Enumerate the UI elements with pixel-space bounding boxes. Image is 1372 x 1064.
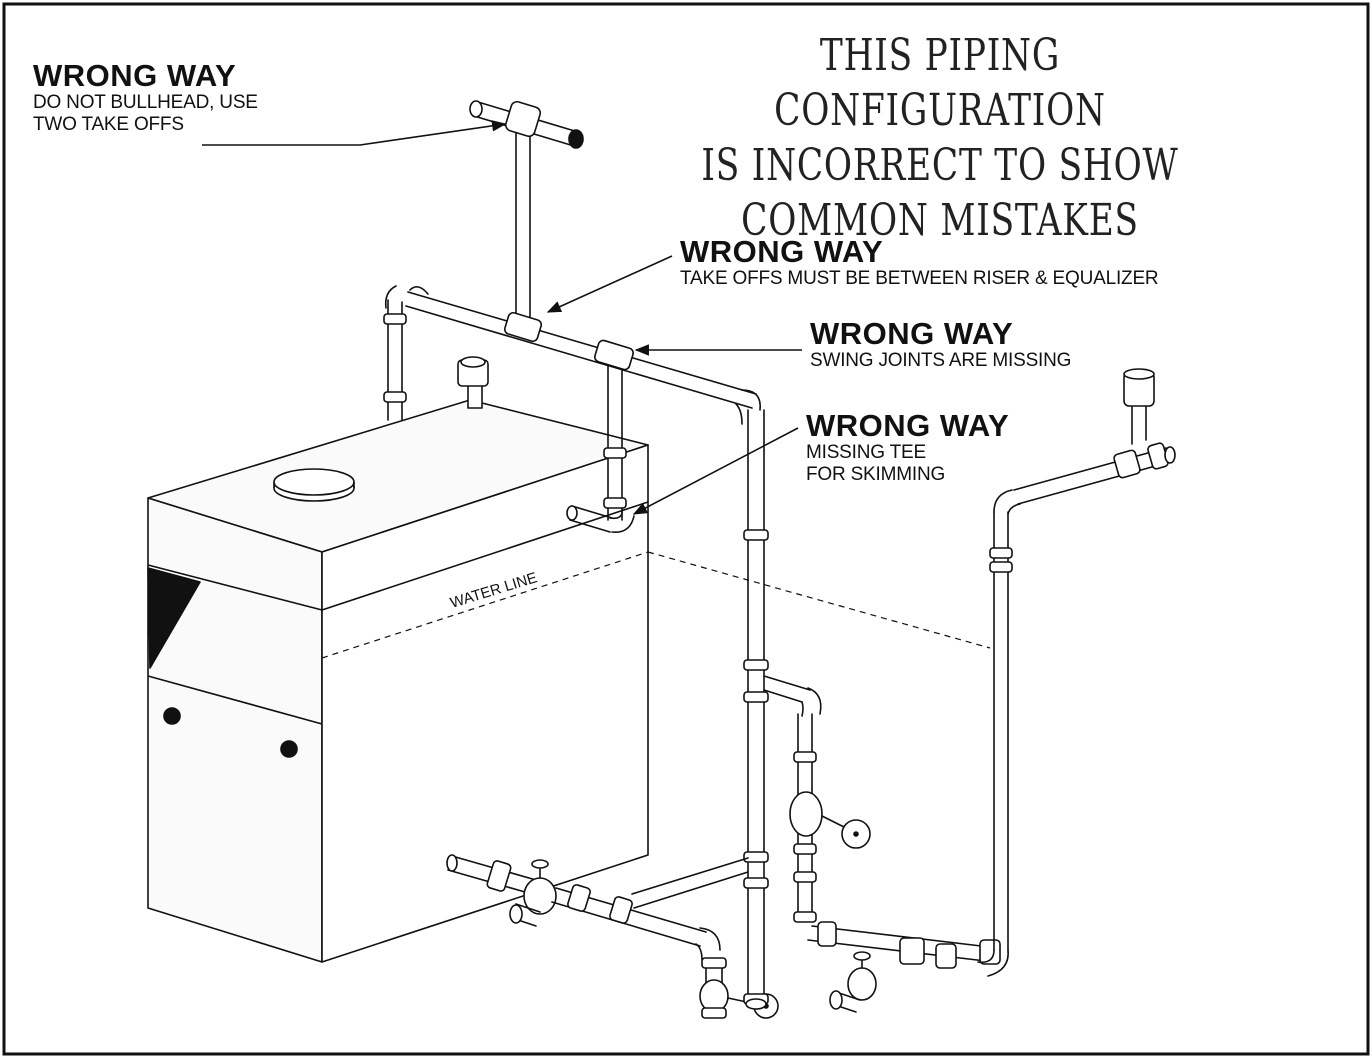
callout-text: DO NOT BULLHEAD, USE [33, 92, 258, 113]
callout-heading: WRONG WAY [806, 408, 1010, 443]
callout-text: FOR SKIMMING [806, 464, 946, 485]
leader-bullhead [202, 120, 507, 146]
panel-rivet [163, 707, 181, 725]
callout-heading: WRONG WAY [680, 234, 884, 269]
callout-heading: WRONG WAY [33, 58, 237, 93]
callout-text: TWO TAKE OFFS [33, 114, 184, 135]
panel-rivet [280, 740, 298, 758]
banner-line-1: THIS PIPING CONFIGURATION [774, 30, 1106, 136]
callout-skimming: WRONG WAY MISSING TEE FOR SKIMMING [806, 410, 1009, 486]
water-line-dashes [321, 551, 991, 659]
boiler [147, 356, 649, 963]
boiler-side [321, 444, 649, 963]
banner-line-2: IS INCORRECT TO SHOW [701, 140, 1179, 191]
callout-swing-joints: WRONG WAY SWING JOINTS ARE MISSING [810, 318, 1071, 372]
equalizer-piping [807, 368, 1176, 1013]
return-piping [446, 854, 779, 1019]
leader-lines [202, 120, 802, 515]
leader-skimming [632, 427, 799, 515]
front-panel-shadow [147, 567, 201, 669]
callout-text: MISSING TEE [806, 442, 926, 463]
callout-bullhead: WRONG WAY DO NOT BULLHEAD, USE TWO TAKE … [33, 60, 258, 136]
supply-piping [383, 100, 871, 1005]
leader-take-offs [546, 255, 673, 313]
banner-line-3: COMMON MISTAKES [741, 195, 1139, 246]
callout-text: TAKE OFFS MUST BE BETWEEN RISER & EQUALI… [680, 268, 1159, 289]
callout-text: SWING JOINTS ARE MISSING [810, 350, 1072, 371]
boiler-front [147, 497, 323, 963]
callout-heading: WRONG WAY [810, 316, 1014, 351]
callout-take-offs: WRONG WAY TAKE OFFS MUST BE BETWEEN RISE… [680, 234, 1159, 290]
warning-banner: THIS PIPING CONFIGURATION IS INCORRECT T… [675, 28, 1205, 248]
